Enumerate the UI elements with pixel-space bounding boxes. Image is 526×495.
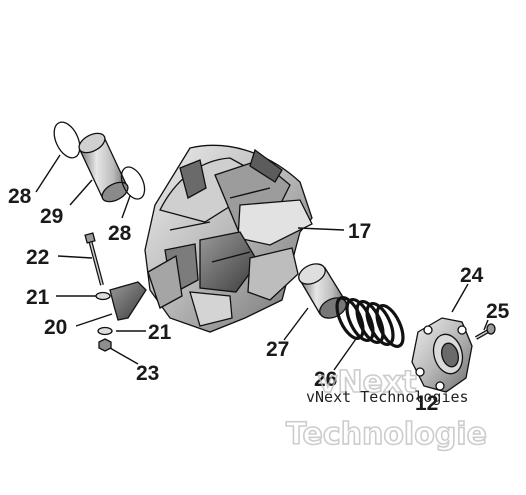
callout-29: 29 <box>40 205 63 228</box>
watermark-large-line1: vNext <box>318 365 417 400</box>
sheave-bushing <box>298 263 347 319</box>
compression-spring <box>335 296 405 348</box>
callout-24: 24 <box>460 264 484 287</box>
callout-21-lower: 21 <box>148 321 172 344</box>
lock-nut <box>98 338 112 352</box>
watermark-large-line2: Technologie <box>286 417 487 452</box>
callout-17: 17 <box>348 220 371 243</box>
washer-upper <box>95 291 111 301</box>
cover-screw <box>475 323 496 340</box>
bushing-sleeve <box>78 132 129 203</box>
callout-28-upper: 28 <box>8 185 32 208</box>
callout-25: 25 <box>486 300 510 323</box>
washer-lower <box>97 326 113 336</box>
callout-26: 26 <box>314 368 337 391</box>
pivot-bolt <box>84 232 104 286</box>
callout-labels: 28 29 28 22 21 20 21 23 17 27 26 24 25 1… <box>8 185 510 415</box>
leader-lines <box>35 154 489 371</box>
callout-20: 20 <box>44 316 67 339</box>
watermark: vNext Technologie vNext Technologies <box>285 364 488 453</box>
callout-21-upper: 21 <box>26 286 50 309</box>
drive-sheave-housing <box>144 144 313 333</box>
callout-22: 22 <box>26 246 49 269</box>
spring-cover-hub <box>411 317 473 393</box>
callout-12: 12 <box>415 392 438 415</box>
lever-arm <box>109 281 147 321</box>
callout-27: 27 <box>266 338 289 361</box>
callout-23: 23 <box>136 362 159 385</box>
callout-28-lower: 28 <box>108 222 132 245</box>
watermark-small-text: vNext Technologies <box>306 388 469 406</box>
o-ring-upper <box>53 121 81 159</box>
o-ring-lower <box>120 166 146 200</box>
